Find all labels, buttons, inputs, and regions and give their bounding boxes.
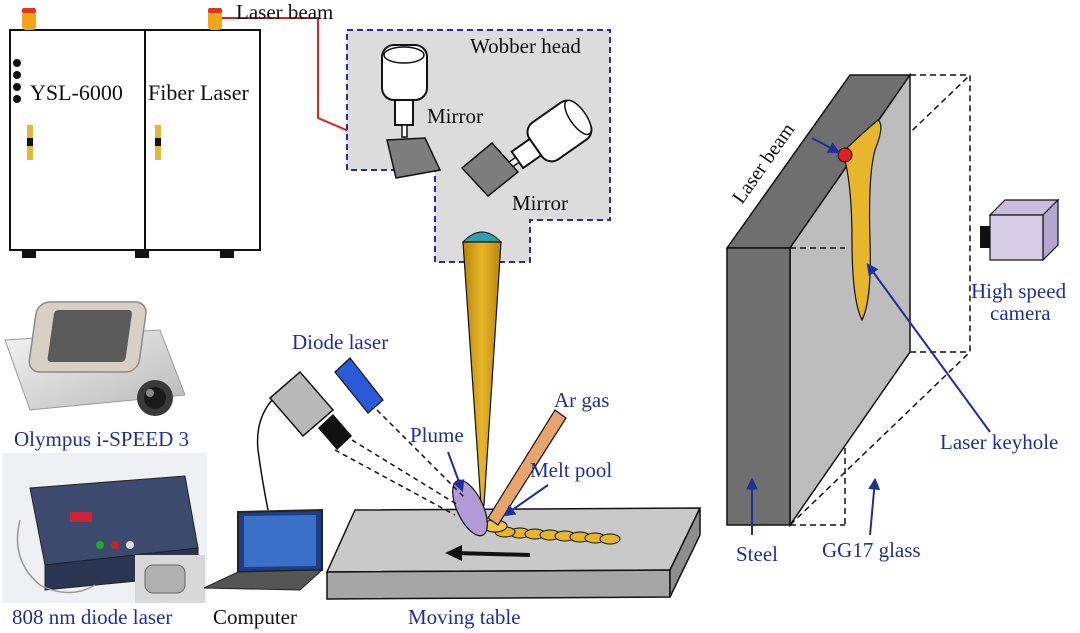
wobbler-head-label: Wobber head (470, 34, 581, 58)
camera-icon (268, 370, 335, 438)
steel-label: Steel (736, 542, 778, 566)
diode-laser: Diode laser (292, 330, 388, 414)
high-speed-camera-label-2: camera (990, 301, 1051, 325)
plume-label: Plume (410, 423, 464, 447)
high-speed-camera-label-1: High speed (971, 279, 1067, 303)
ar-gas-nozzle (487, 409, 567, 526)
laser-keyhole-label: Laser keyhole (940, 430, 1058, 454)
mirror-1-label: Mirror (427, 104, 483, 128)
warning-lamp-icon (22, 8, 36, 30)
ysl-6000-label: YSL-6000 (30, 80, 123, 105)
weld-bead (482, 519, 621, 545)
high-speed-camera: High speed camera (971, 198, 1067, 325)
laser-beam-top-label: Laser beam (236, 0, 333, 24)
gg17-glass-label: GG17 glass (822, 538, 921, 562)
fiber-laser-cabinet: YSL-6000 Fiber Laser (9, 8, 261, 258)
motion-arrow-icon (454, 551, 531, 557)
computer-label: Computer (213, 605, 297, 629)
diode-laser-photo: 808 nm diode laser (2, 453, 207, 629)
moving-table-label: Moving table (408, 605, 521, 629)
moving-table: Moving table (325, 507, 702, 629)
laser-keyhole-icon (844, 119, 882, 322)
camera-icon (989, 214, 1044, 261)
melt-pool-label: Melt pool (530, 458, 612, 482)
diode-laser-icon (334, 357, 384, 414)
mirror-1-icon (386, 137, 442, 179)
warning-lamp-icon (208, 8, 222, 30)
steel-glass-block: Laser beam (725, 72, 971, 528)
diode-laser-label: Diode laser (292, 330, 388, 354)
focused-laser-beam (461, 231, 503, 506)
olympus-camera-photo: Olympus i-SPEED 3 (2, 293, 222, 451)
fiber-laser-label: Fiber Laser (148, 80, 249, 105)
ar-gas-label: Ar gas (554, 388, 609, 412)
wobbler-head: Wobber head Mirror Mirror (346, 29, 611, 263)
computer-laptop: Computer (203, 508, 324, 629)
diode-808-label: 808 nm diode laser (12, 605, 172, 629)
olympus-label: Olympus i-SPEED 3 (14, 427, 189, 451)
mirror-2-label: Mirror (512, 191, 568, 215)
laser-beam-path: Laser beam (222, 0, 488, 231)
side-camera (256, 370, 466, 516)
laser-spot-icon (837, 147, 853, 163)
mirror-2-icon (460, 141, 520, 198)
